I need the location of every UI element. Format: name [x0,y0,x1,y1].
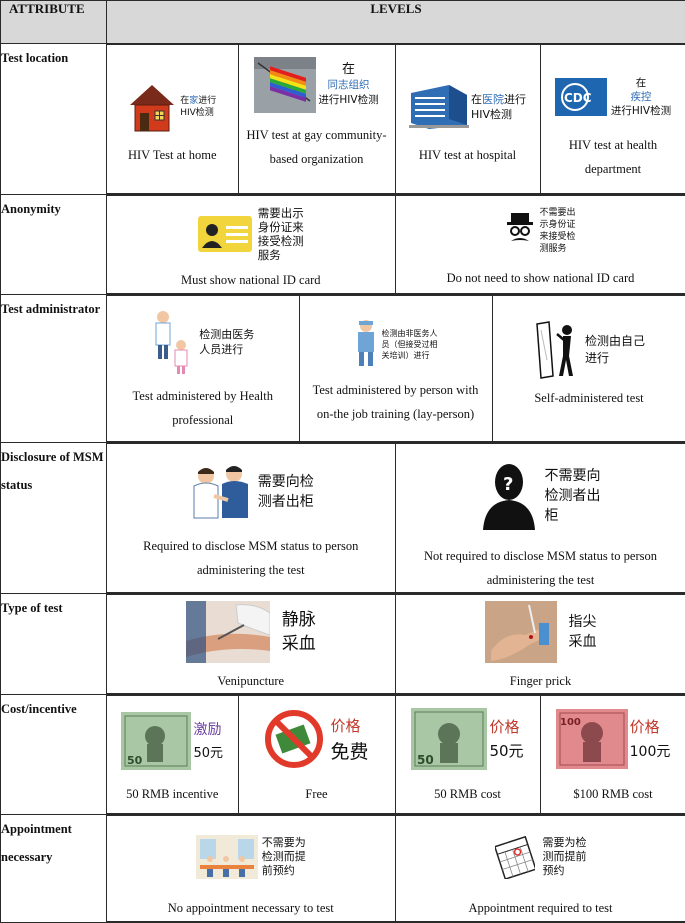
level-hospital: 在医院进行 HIV检测 HIV test at hospital [395,45,540,194]
svg-text:?: ? [503,474,513,495]
lay-person-icon [354,319,378,369]
level-caption: Do not need to show national ID card [396,266,685,290]
level-50-incentive: 50 激励 50元 50 RMB incentive [107,696,238,814]
level-home: 在家进行 HIV检测 HIV Test at home [107,45,238,194]
mirror-self-icon [533,320,579,380]
level-caption: Test administered by Health professional [107,384,299,432]
cdc-logo-icon: CDC [555,78,607,116]
row-anonymity: Anonymity 需要出示 身份证来 接受检测 [1,195,685,295]
banknote-100-icon: 100 [556,709,628,769]
level-free: 价格 免费 Free [238,696,395,814]
level-appointment-required: 需要为检 测而提前 预约 Appointment required to tes… [395,816,685,922]
level-disclose-not-required: ? 不需要向 检测者出 柜 Not required to disclose M… [395,444,685,593]
level-venipuncture: 静脉 采血 Venipuncture [107,595,395,694]
svg-text:50: 50 [127,754,143,767]
venipuncture-icon [186,601,270,663]
attribute-label: Cost/incentive [1,695,107,815]
level-finger-prick: 指尖 采血 Finger prick [395,595,685,694]
level-caption: $100 RMB cost [541,782,685,806]
level-50-cost: 50 价格 50元 50 RMB cost [395,696,540,814]
level-caption: Appointment required to test [396,896,685,920]
level-caption: 50 RMB cost [396,782,540,806]
banknote-50-icon: 50 [121,712,191,770]
header-attribute: ATTRIBUTE [1,1,107,44]
level-caption: HIV Test at home [107,143,238,167]
level-disclose-required: 需要向检 测者出柜 Required to disclose MSM statu… [107,444,395,593]
level-gay-cbo: 在 同志组织 进行HIV检测 HIV test at gay community… [238,45,395,194]
level-caption: Finger prick [396,669,685,693]
level-caption: HIV test at hospital [396,143,540,167]
waiting-room-icon [196,835,258,879]
level-caption: Self-administered test [493,386,685,410]
level-no-id: 不需要出 示身份证 来接受检 测服务 Do not need to show n… [395,196,685,294]
finger-prick-icon [485,601,557,663]
level-100-cost: 100 价格 100元 $100 RMB cost [540,696,685,814]
rainbow-flag-icon [254,57,316,113]
row-appointment: Appointment necessary 不需要为 [1,815,685,923]
level-caption: Test administered by person with on-the … [300,378,492,426]
no-money-icon [264,707,324,771]
anonymous-silhouette-icon: ? [481,460,537,532]
calendar-icon [495,835,535,879]
level-caption: HIV test at gay community-based organiza… [239,123,395,171]
header-row: ATTRIBUTE LEVELS [1,1,685,44]
attribute-label: Disclosure of MSM status [1,443,107,594]
level-caption: Not required to disclose MSM status to p… [396,544,685,592]
hospital-building-icon [409,83,469,131]
house-icon [128,81,176,133]
svg-text:CDC: CDC [564,91,592,105]
level-lay-person: 检测由非医务人 员（但接受过相 关培训）进行 Test administered… [299,296,492,442]
banknote-50-icon: 50 [411,708,487,770]
attribute-label: Anonymity [1,195,107,295]
svg-text:50: 50 [417,753,434,767]
row-disclosure: Disclosure of MSM status 需要向检 [1,443,685,594]
level-caption: HIV test at health department [541,133,685,181]
row-type-of-test: Type of test 静脉 采血 [1,594,685,695]
level-caption: Required to disclose MSM status to perso… [107,534,395,582]
svg-text:100: 100 [560,717,581,728]
level-no-appointment: 不需要为 检测而提 前预约 No appointment necessary t… [107,816,395,922]
level-must-show-id: 需要出示 身份证来 接受检测 服务 Must show national ID … [107,196,395,294]
attribute-label: Appointment necessary [1,815,107,923]
level-caption: No appointment necessary to test [107,896,395,920]
doctor-nurse-icon [151,309,195,375]
row-cost-incentive: Cost/incentive 50 激励 50元 [1,695,685,815]
row-test-administrator: Test administrator 检测由医务 人员进行 [1,295,685,443]
level-caption: Must show national ID card [107,268,395,292]
counseling-icon [188,462,252,522]
level-caption: 50 RMB incentive [107,782,238,806]
attribute-label: Test administrator [1,295,107,443]
level-caption: Venipuncture [107,669,395,693]
level-self-administered: 检测由自己 进行 Self-administered test [492,296,685,442]
attribute-label: Type of test [1,594,107,695]
id-card-icon [198,216,252,252]
row-test-location: Test location 在家进行 HIV检测 [1,44,685,195]
level-health-professional: 检测由医务 人员进行 Test administered by Health p… [107,296,299,442]
attribute-label: Test location [1,44,107,195]
header-levels: LEVELS [107,1,685,44]
disguised-person-icon [505,211,535,251]
level-health-department: CDC 在 疾控 进行HIV检测 HIV test at health depa… [540,45,685,194]
level-caption: Free [239,782,395,806]
